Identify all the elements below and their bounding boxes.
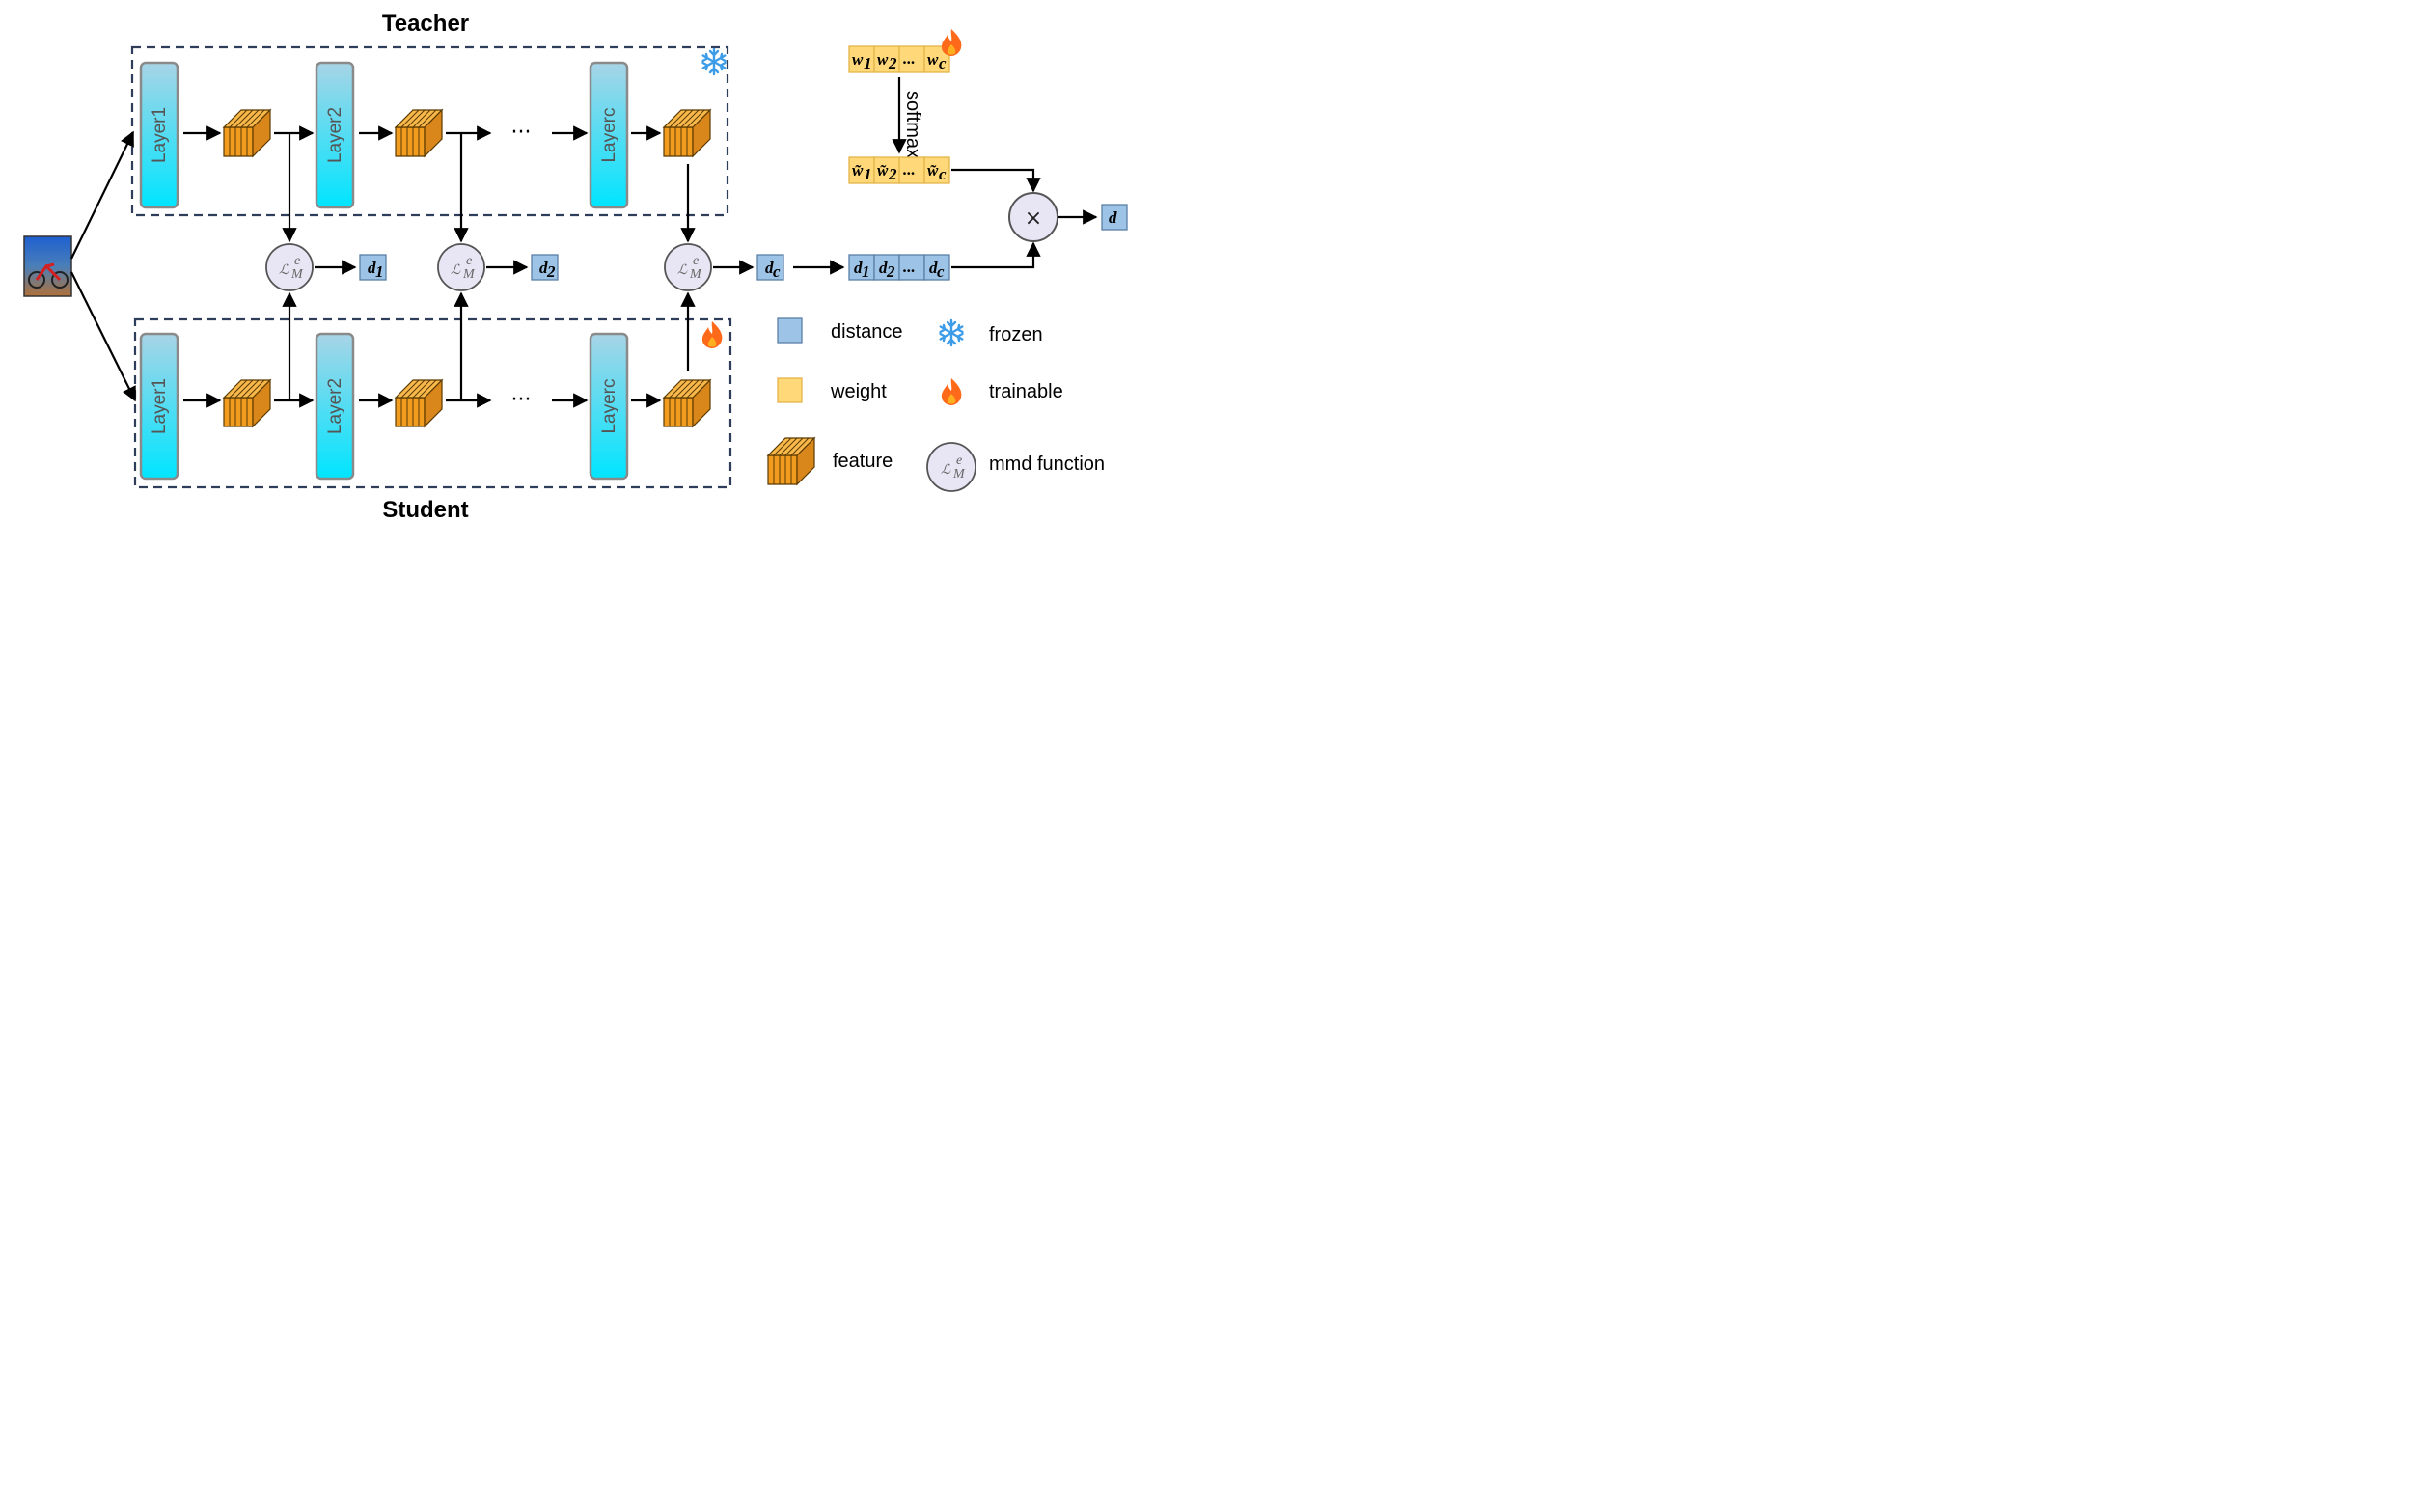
svg-text:2: 2 (546, 262, 556, 281)
svg-text:Layer1: Layer1 (150, 378, 170, 434)
softmax-label: softmax (902, 91, 923, 158)
student-trainable-icon (701, 321, 723, 348)
arrow-input-student (70, 271, 136, 402)
input-image (23, 235, 72, 297)
teacher-layer-c: Layerc (589, 61, 629, 209)
svg-text:w: w (927, 50, 939, 69)
svg-text:M: M (462, 267, 476, 282)
normalized-weights-vector: w̃ 1 w̃ 2 ... w̃ c (848, 156, 950, 184)
svg-text:M: M (689, 267, 702, 282)
student-feature-2 (395, 379, 443, 427)
weights-vector: w 1 w 2 ... w c (848, 45, 950, 73)
student-box (133, 317, 732, 489)
legend-frozen-icon (939, 318, 964, 347)
svg-text:M: M (290, 267, 304, 282)
svg-text:d: d (929, 259, 938, 277)
svg-text:Layerc: Layerc (599, 378, 619, 433)
teacher-ellipsis: ··· (511, 121, 532, 145)
teacher-box (130, 45, 729, 217)
svg-text:ℒ: ℒ (677, 263, 688, 278)
svg-text:c: c (937, 262, 945, 281)
svg-text:d: d (879, 259, 888, 277)
svg-text:Layer1: Layer1 (150, 107, 170, 163)
svg-text:c: c (773, 262, 781, 281)
svg-text:e: e (693, 254, 699, 268)
svg-text:2: 2 (888, 165, 897, 183)
arrow-input-teacher (70, 130, 134, 260)
teacher-frozen-icon (701, 47, 727, 76)
teacher-feature-c (663, 109, 711, 157)
teacher-feature-2 (395, 109, 443, 157)
svg-text:1: 1 (864, 54, 872, 72)
svg-text:d: d (1109, 208, 1117, 227)
svg-text:Layerc: Layerc (599, 107, 619, 162)
student-ellipsis: ··· (511, 388, 532, 412)
svg-text:c: c (939, 165, 947, 183)
distance-vector: d 1 d 2 ... d c (848, 254, 950, 281)
svg-text:Layer2: Layer2 (325, 378, 345, 434)
svg-text:w: w (877, 50, 889, 69)
teacher-feature-1 (223, 109, 271, 157)
legend-mmd-label: mmd function (989, 454, 1105, 475)
legend-distance-label: distance (831, 321, 903, 343)
svg-text:w̃: w̃ (852, 161, 864, 179)
svg-text:Layer2: Layer2 (325, 107, 345, 163)
student-feature-1 (223, 379, 271, 427)
svg-text:ℒ: ℒ (279, 263, 289, 278)
legend-weight-swatch (777, 377, 803, 403)
svg-text:...: ... (903, 49, 916, 68)
svg-text:w̃: w̃ (927, 161, 939, 179)
weights-trainable-icon (941, 29, 962, 56)
student-feature-c (663, 379, 711, 427)
legend-distance-swatch (777, 317, 803, 344)
svg-text:d: d (854, 259, 863, 277)
mmd-function-c: ℒ e M (664, 243, 712, 291)
svg-text:d: d (765, 259, 774, 277)
multiply-operator: × (1008, 192, 1058, 242)
legend-feature-icon (767, 437, 815, 485)
distance-d1: d 1 (359, 254, 387, 281)
svg-text:2: 2 (886, 262, 895, 281)
legend-trainable-label: trainable (989, 381, 1063, 402)
svg-text:d: d (368, 259, 376, 277)
student-title: Student (382, 497, 468, 523)
student-layer-2: Layer2 (315, 332, 355, 481)
legend-feature-label: feature (833, 451, 893, 472)
distance-d2: d 2 (531, 254, 559, 281)
svg-text:×: × (1025, 206, 1042, 231)
svg-text:1: 1 (862, 262, 870, 281)
svg-text:w: w (852, 50, 864, 69)
legend-weight-label: weight (830, 381, 887, 402)
svg-text:c: c (939, 54, 947, 72)
svg-text:1: 1 (375, 262, 384, 281)
svg-text:e: e (294, 254, 300, 268)
svg-text:e: e (466, 254, 472, 268)
arrow-norm-weights-multiply (951, 168, 1041, 193)
svg-text:e: e (956, 454, 962, 468)
svg-text:d: d (539, 259, 548, 277)
legend-trainable-icon (941, 378, 962, 405)
svg-text:1: 1 (864, 165, 872, 183)
legend-frozen-label: frozen (989, 324, 1043, 345)
teacher-title: Teacher (382, 11, 469, 37)
distance-dc: d c (756, 254, 784, 281)
output-distance: d (1101, 204, 1128, 231)
mmd-function-2: ℒ e M (437, 243, 485, 291)
svg-text:M: M (952, 467, 966, 481)
svg-text:...: ... (903, 258, 916, 276)
mmd-function-1: ℒ e M (265, 243, 314, 291)
svg-text:ℒ: ℒ (451, 263, 461, 278)
arrow-distance-vector-multiply (951, 241, 1041, 269)
student-layer-1: Layer1 (139, 332, 179, 481)
svg-text:2: 2 (888, 54, 897, 72)
teacher-layer-2: Layer2 (315, 61, 355, 209)
teacher-layer-1: Layer1 (139, 61, 179, 209)
svg-text:...: ... (903, 160, 916, 179)
svg-text:ℒ: ℒ (941, 463, 951, 478)
svg-text:w̃: w̃ (877, 161, 889, 179)
legend-mmd-icon: ℒ e M (926, 442, 976, 492)
legend: distance weight feature frozen trainable… (767, 317, 1105, 492)
student-layer-c: Layerc (589, 332, 629, 481)
